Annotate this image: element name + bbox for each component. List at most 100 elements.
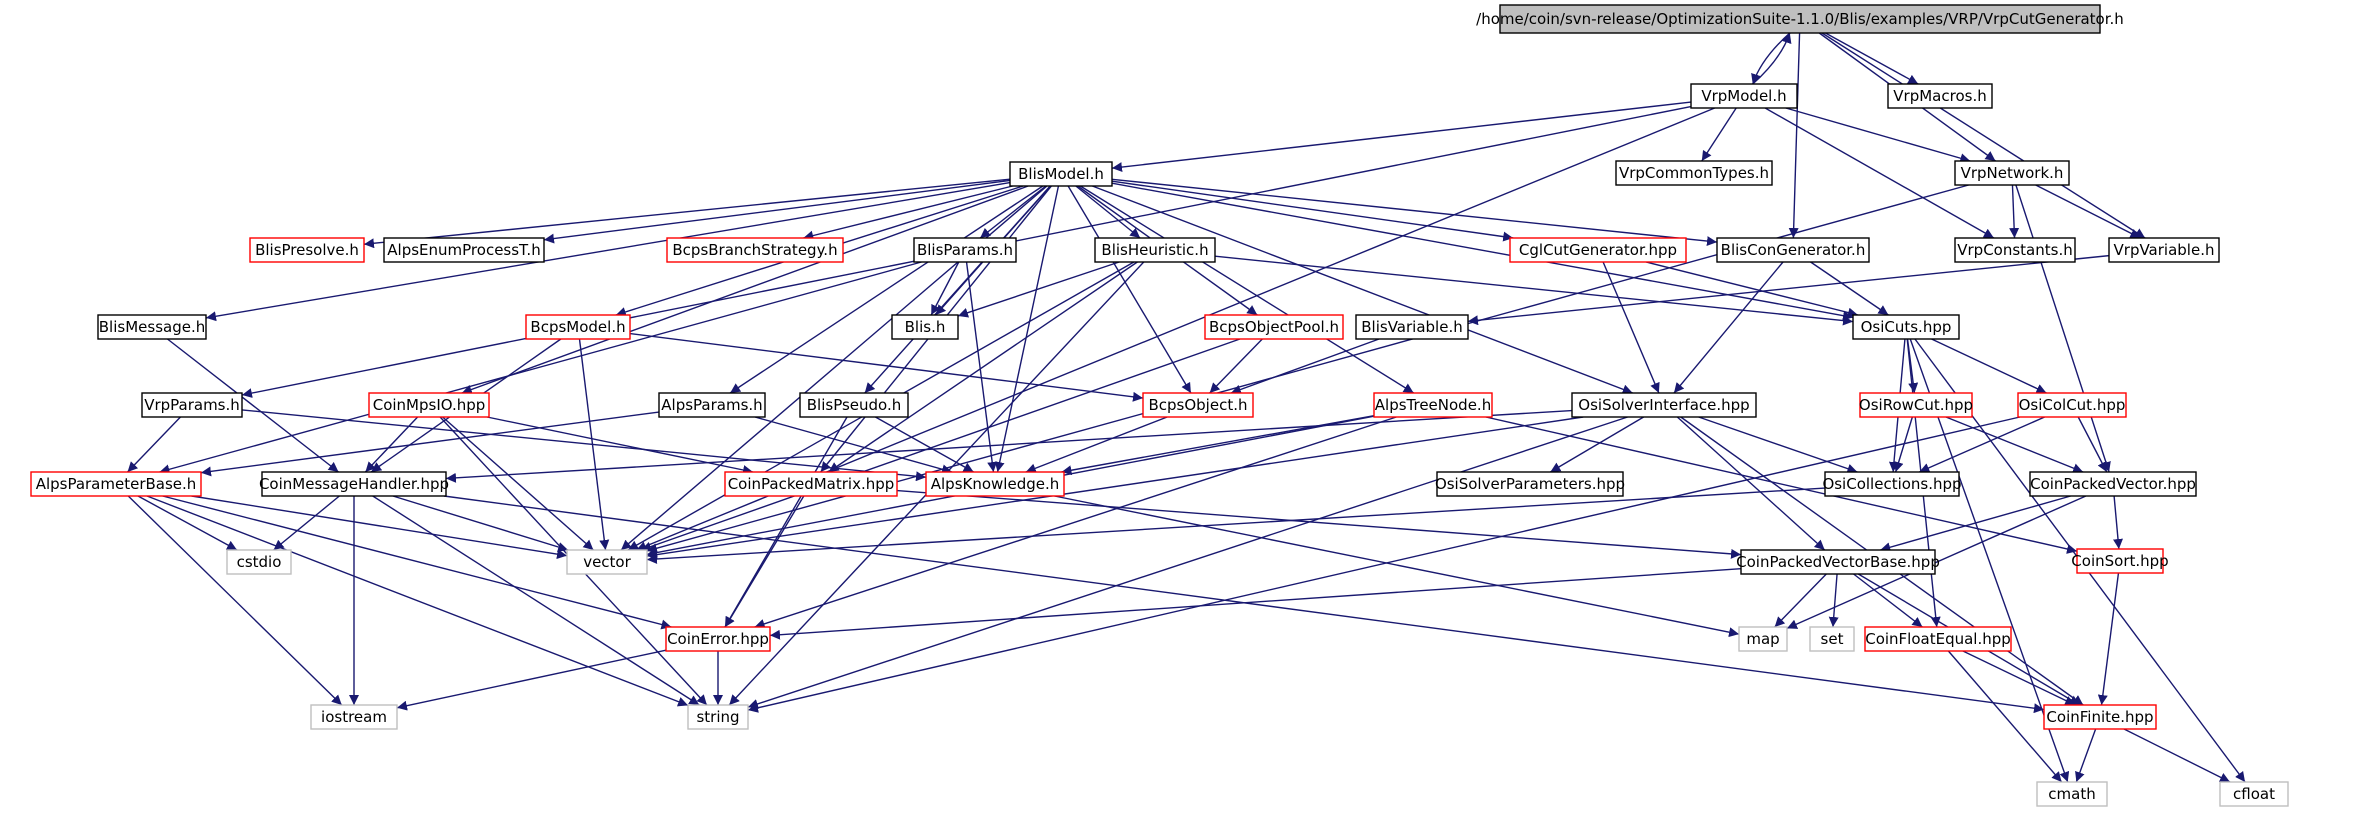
node-alpsparameterbase[interactable]: AlpsParameterBase.h <box>30 471 202 497</box>
edge-OsiSolverInterface-to-OsiSolverParameters <box>1549 416 1645 473</box>
node-coinerror[interactable]: CoinError.hpp <box>665 626 771 652</box>
edge-BlisModel-to-BlisParams <box>979 185 1047 239</box>
node-blispresolve[interactable]: BlisPresolve.h <box>249 237 365 263</box>
node-blisheuristic[interactable]: BlisHeuristic.h <box>1094 237 1216 263</box>
node-blisparams[interactable]: BlisParams.h <box>913 237 1017 263</box>
node-box <box>1740 549 1936 575</box>
edge-BlisHeuristic-to-CoinPackedMatrix <box>828 261 1138 473</box>
edge-arrow <box>875 416 974 473</box>
node-box <box>2043 704 2157 730</box>
edge-arrow <box>640 338 1241 552</box>
node-blis[interactable]: Blis.h <box>891 314 959 340</box>
edge-arrow <box>167 338 339 473</box>
node-box <box>310 704 398 730</box>
node-bcpsobjectpool[interactable]: BcpsObjectPool.h <box>1204 314 1344 340</box>
node-coinpackedvectorbase[interactable]: CoinPackedVectorBase.hpp <box>1736 549 1940 575</box>
edge-arrow <box>392 495 569 552</box>
node-coinpackedmatrix[interactable]: CoinPackedMatrix.hpp <box>724 471 898 497</box>
node-label: BlisConGenerator.h <box>1721 241 1866 259</box>
node-coinfloatequal[interactable]: CoinFloatEqual.hpp <box>1864 626 2012 652</box>
node-label: BlisMessage.h <box>99 318 205 336</box>
edge-CoinMessageHandler-to-string <box>372 495 700 706</box>
node-osisolverparameters[interactable]: OsiSolverParameters.hpp <box>1435 471 1625 497</box>
node-box <box>665 626 771 652</box>
node-label: AlpsEnumProcessT.h <box>387 241 540 259</box>
node-label: string <box>696 708 739 726</box>
node-coinfinite[interactable]: CoinFinite.hpp <box>2043 704 2157 730</box>
node-alpsparams[interactable]: AlpsParams.h <box>658 392 766 418</box>
node-bcpsmodel[interactable]: BcpsModel.h <box>525 314 631 340</box>
node-bcpsobject[interactable]: BcpsObject.h <box>1142 392 1254 418</box>
node-root[interactable]: /home/coin/svn-release/OptimizationSuite… <box>1476 4 2124 34</box>
node-label: VrpConstants.h <box>1957 241 2072 259</box>
edge-BlisModel-to-BlisConGenerator <box>1111 178 1718 247</box>
edge-arrow <box>205 181 1011 322</box>
edge-CoinPackedVectorBase-to-CoinError <box>769 567 1742 640</box>
node-bliscongenerator[interactable]: BlisConGenerator.h <box>1716 237 1870 263</box>
edge-CglCutGenerator-to-OsiSolverInterface <box>1602 261 1660 394</box>
node-label: OsiRowCut.hpp <box>1859 396 1973 414</box>
edge-OsiCollections-to-vector <box>646 487 1826 564</box>
node-osisolverinterface[interactable]: OsiSolverInterface.hpp <box>1571 392 1757 418</box>
edge-arrow <box>1698 416 1858 474</box>
edge-arrow <box>754 416 953 475</box>
edge-OsiSolverInterface-to-vector <box>646 416 1584 560</box>
node-cglcutgenerator[interactable]: CglCutGenerator.hpp <box>1509 237 1687 263</box>
edge-BlisModel-to-OsiSolverInterface <box>1092 185 1633 395</box>
node-osicuts[interactable]: OsiCuts.hpp <box>1852 314 1960 340</box>
node-vrpconstants[interactable]: VrpConstants.h <box>1954 237 2076 263</box>
edge-BlisModel-to-BlisMessage <box>205 181 1011 322</box>
edge-AlpsTreeNode-to-CoinError <box>754 416 1397 629</box>
node-vrpcommontypes[interactable]: VrpCommonTypes.h <box>1615 160 1773 186</box>
edge-VrpParams-to-AlpsParameterBase <box>127 416 181 473</box>
node-vrpparams[interactable]: VrpParams.h <box>141 392 243 418</box>
node-blismodel[interactable]: BlisModel.h <box>1009 161 1113 187</box>
node-label: BlisPseudo.h <box>807 396 901 414</box>
edge-OsiSolverInterface-to-OsiCollections <box>1698 416 1858 474</box>
node-vrpmacros[interactable]: VrpMacros.h <box>1887 83 1993 109</box>
node-box <box>525 314 631 340</box>
edge-arrow <box>754 416 1397 629</box>
edge-arrow <box>127 416 181 473</box>
node-blismessage[interactable]: BlisMessage.h <box>97 314 207 340</box>
node-bcpsbranchstrategy[interactable]: BcpsBranchStrategy.h <box>666 237 844 263</box>
node-alpstreenode[interactable]: AlpsTreeNode.h <box>1373 392 1493 418</box>
node-box <box>1204 314 1344 340</box>
node-blispseudo[interactable]: BlisPseudo.h <box>799 392 909 418</box>
edge-arrow <box>1111 178 1718 247</box>
edge-BcpsObjectPool-to-BcpsObject <box>1209 338 1263 394</box>
node-box <box>666 237 844 263</box>
node-blisvariable[interactable]: BlisVariable.h <box>1355 314 1469 340</box>
node-box <box>2219 781 2289 807</box>
edge-CoinPackedMatrix-to-CoinError <box>724 495 805 628</box>
edge-root-to-VrpMacros <box>1825 32 1919 85</box>
node-vrpmodel[interactable]: VrpModel.h <box>1690 83 1798 109</box>
edge-VrpModel-to-VrpConstants <box>1764 107 1995 239</box>
edge-VrpParams-to-AlpsKnowledge <box>241 409 927 482</box>
node-box <box>2029 471 2197 497</box>
edge-arrow <box>1931 338 2047 394</box>
edge-arrow <box>965 261 998 473</box>
node-label: set <box>1821 630 1844 648</box>
edge-VrpModel-to-VrpCommonTypes <box>1701 107 1737 162</box>
edge-arrow <box>1880 495 2071 553</box>
node-vrpnetwork[interactable]: VrpNetwork.h <box>1954 160 2070 186</box>
node-label: BlisParams.h <box>917 241 1013 259</box>
edge-arrow <box>127 495 343 706</box>
node-vrpvariable[interactable]: VrpVariable.h <box>2108 237 2220 263</box>
node-coinpackedvector[interactable]: CoinPackedVector.hpp <box>2029 471 2197 497</box>
node-alpsenumprocesst[interactable]: AlpsEnumProcessT.h <box>383 237 545 263</box>
node-coinsort[interactable]: CoinSort.hpp <box>2071 548 2169 574</box>
node-osirowcut[interactable]: OsiRowCut.hpp <box>1859 392 1973 418</box>
node-osicollections[interactable]: OsiCollections.hpp <box>1822 471 1962 497</box>
node-box <box>2036 781 2108 807</box>
node-osicolcut[interactable]: OsiColCut.hpp <box>2017 392 2127 418</box>
node-label: VrpCommonTypes.h <box>1619 164 1769 182</box>
node-alpsknowledge[interactable]: AlpsKnowledge.h <box>925 471 1065 497</box>
node-label: BlisVariable.h <box>1361 318 1462 336</box>
edge-arrow <box>1785 107 1971 164</box>
node-box <box>799 392 909 418</box>
node-label: BlisHeuristic.h <box>1101 241 1208 259</box>
node-coinmpsio[interactable]: CoinMpsIO.hpp <box>368 392 490 418</box>
node-coinmessagehandler[interactable]: CoinMessageHandler.hpp <box>259 471 449 497</box>
